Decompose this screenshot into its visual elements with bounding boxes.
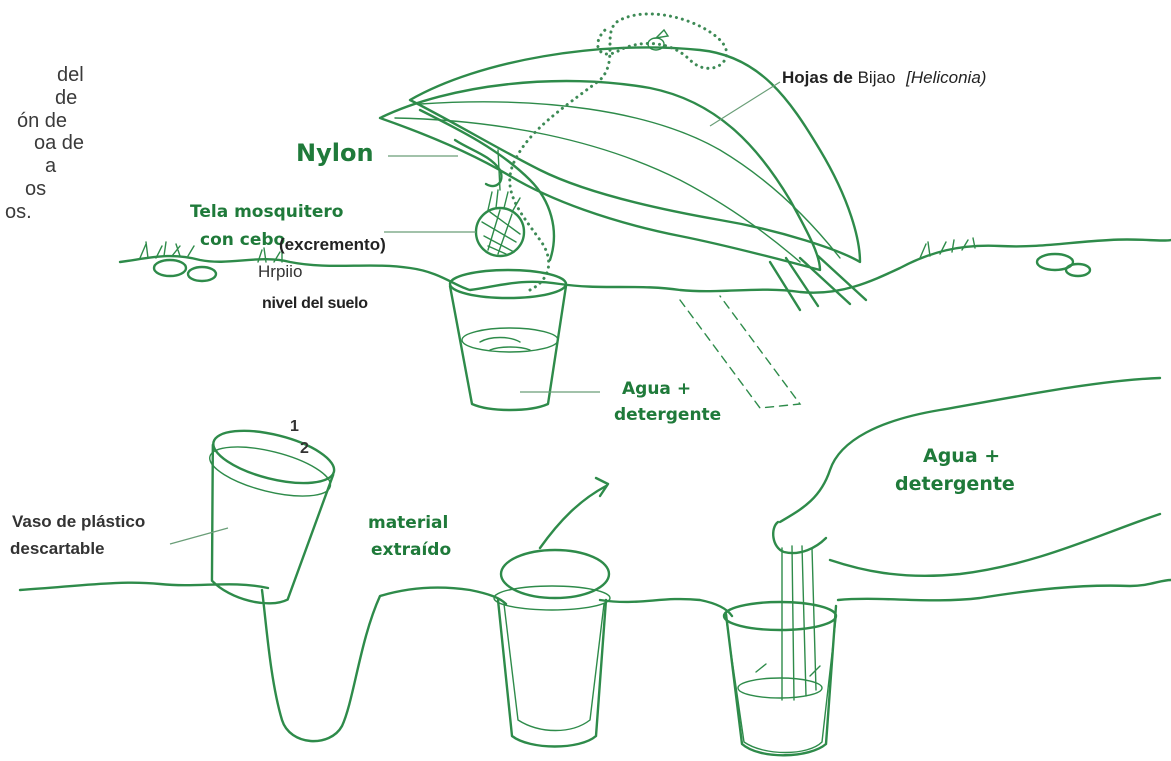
label-step-1: 1 xyxy=(290,418,299,436)
intro-line-6: os xyxy=(5,178,84,201)
label-step-2: 2 xyxy=(300,440,309,458)
leaf-stem-2 xyxy=(800,256,866,304)
intro-line-3: ón de xyxy=(5,110,84,133)
label-hojas-bijao: Hojas de Bijao [Heliconia) xyxy=(782,68,986,88)
bottle-neck xyxy=(773,522,826,553)
intro-line-2: de xyxy=(5,87,84,110)
pour-splash xyxy=(756,664,820,676)
label-hrpiio: Hrpiio xyxy=(258,262,302,282)
leader-hojas xyxy=(710,82,780,126)
stone-left-2 xyxy=(188,267,216,281)
label-excremento: (excremento) xyxy=(279,235,386,255)
stem-underground xyxy=(680,296,800,408)
label-hojas-italic: [Heliconia) xyxy=(906,68,986,87)
label-nivel-suelo: nivel del suelo xyxy=(262,295,368,313)
trap-cup-liquid xyxy=(462,328,558,352)
trap-liquid-swirl xyxy=(480,338,530,351)
stone-right-2 xyxy=(1066,264,1090,276)
intro-text-fragment: del de ón de oa de a os os. xyxy=(5,64,84,224)
cup-3-rim xyxy=(724,602,836,630)
leaf-stem-1 xyxy=(770,258,818,310)
stone-left-1 xyxy=(154,260,186,276)
leader-vaso xyxy=(170,528,228,544)
cup-3-liquid xyxy=(738,678,822,698)
leaf-inner xyxy=(380,81,820,270)
label-agua-top-line2: detergente xyxy=(614,406,721,426)
pour-stream xyxy=(782,546,816,700)
cup-1-rim xyxy=(208,421,339,494)
label-hojas-bold: Hojas de xyxy=(782,68,853,87)
label-tela-line2: con cebo xyxy=(200,231,285,251)
label-agua-top-line1: Agua + xyxy=(622,380,691,400)
bait-mesh-hatch xyxy=(482,210,520,254)
curved-arrow-icon xyxy=(540,486,606,548)
cup-1-body xyxy=(178,445,333,613)
label-material-line1: material xyxy=(368,514,448,534)
label-material-line2: extraído xyxy=(371,541,451,561)
label-vaso-line2: descartable xyxy=(10,539,105,559)
ground-line-bottom xyxy=(20,580,1171,741)
hole-2-walls xyxy=(498,600,606,747)
intro-line-7: os. xyxy=(5,201,84,224)
intro-line-5: a xyxy=(5,155,84,178)
label-agua-bottom-line1: Agua + xyxy=(923,446,1000,468)
label-nylon: Nylon xyxy=(296,140,374,168)
cup-1-rim-second xyxy=(205,437,335,506)
cup-2-top xyxy=(501,550,609,598)
intro-line-4: oa de xyxy=(5,132,84,155)
label-vaso-line1: Vaso de plástico xyxy=(12,512,145,532)
intro-line-1: del xyxy=(5,64,84,87)
label-agua-bottom-line2: detergente xyxy=(895,474,1015,496)
label-tela-line1: Tela mosquitero xyxy=(190,203,343,223)
fly-wing-icon xyxy=(656,30,668,38)
cup-2-body xyxy=(504,604,604,731)
label-hojas-plain: Bijao xyxy=(858,68,896,87)
